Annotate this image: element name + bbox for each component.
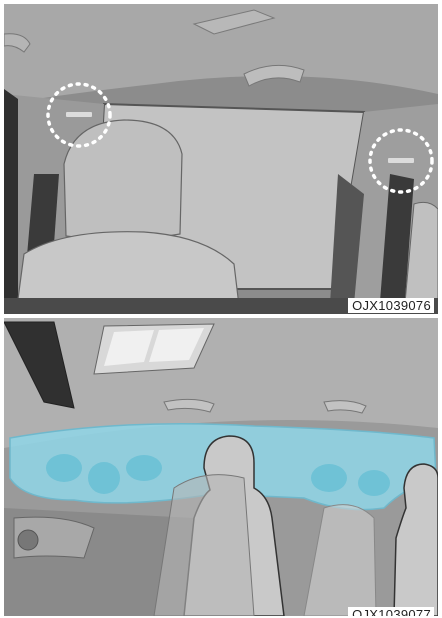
car-interior-rear-view-illustration	[4, 4, 438, 314]
figure-top-side-airbag-locations: OJX1039076	[4, 4, 438, 314]
curtain-airbag-deployment-illustration	[4, 318, 438, 616]
airbag-label-icon	[66, 112, 92, 117]
airbag-label-icon	[388, 158, 414, 163]
figure-code-label: OJX1039076	[348, 298, 434, 313]
figure-code-label: OJX1039077	[348, 607, 434, 616]
figure-bottom-curtain-airbag-deployed: OJX1039077	[4, 318, 438, 616]
